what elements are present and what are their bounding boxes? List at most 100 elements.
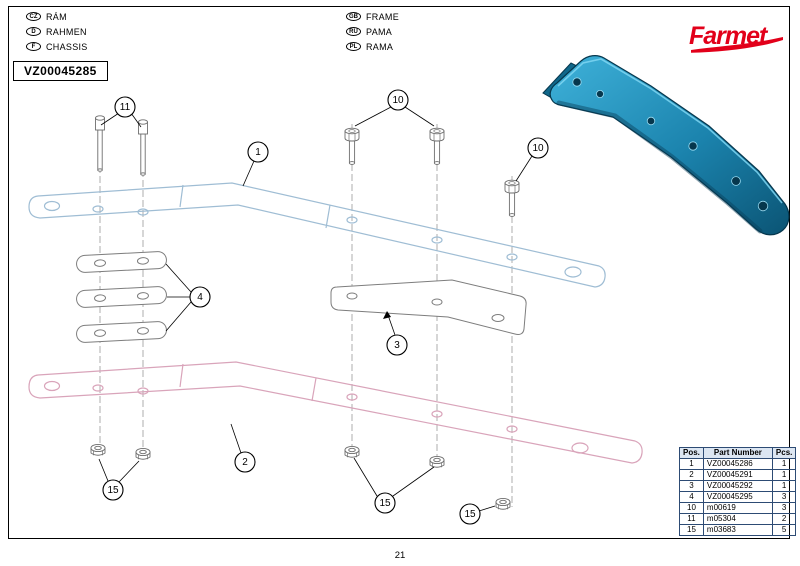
part-number-cell: VZ00045295 — [702, 491, 773, 503]
table-row: 10 m00619 3 — [679, 502, 797, 514]
part-15-nut-4 — [429, 455, 445, 468]
lang-d: D RAHMEN — [26, 24, 88, 39]
callout-1: 1 — [247, 141, 269, 163]
ru-country-icon: RU — [346, 27, 361, 36]
part-number-cell: m03683 — [702, 524, 773, 536]
lang-cz-label: RÁM — [46, 11, 67, 22]
language-column-2: GB FRAME RU РАМА PL RAMA — [346, 9, 399, 54]
pcs-cell: 1 — [771, 480, 797, 492]
parts-table-header-row: Pos. Part Number Pcs. — [679, 447, 797, 459]
pcs-cell: 3 — [771, 491, 797, 503]
table-row: 15 m03683 5 — [679, 524, 797, 536]
part-10-bolt-2 — [429, 127, 445, 165]
farmet-logo-swoosh — [691, 37, 783, 53]
page-number: 21 — [394, 550, 406, 561]
table-row: 3 VZ00045292 1 — [679, 480, 797, 492]
part-4-spacer-3 — [75, 320, 168, 344]
part-11-stud-2 — [138, 119, 148, 176]
table-row: 4 VZ00045295 3 — [679, 491, 797, 503]
pos-cell: 3 — [679, 480, 704, 492]
part-4-spacer-1 — [75, 250, 168, 274]
pos-cell: 4 — [679, 491, 704, 503]
col-header-part-number: Part Number — [702, 447, 773, 459]
d-country-icon: D — [26, 27, 41, 36]
callout-10-a: 10 — [387, 89, 409, 111]
part-11-stud-1 — [95, 115, 105, 172]
callout-4: 4 — [189, 286, 211, 308]
lang-f: F CHASSIS — [26, 39, 88, 54]
parts-table: Pos. Part Number Pcs. 1 VZ00045286 1 2 V… — [679, 447, 797, 536]
table-row: 11 m05304 2 — [679, 513, 797, 525]
col-header-pos: Pos. — [679, 447, 704, 459]
svg-text:2: 2 — [242, 457, 248, 468]
svg-text:15: 15 — [379, 498, 391, 509]
pl-country-icon: PL — [346, 42, 361, 51]
part-10-bolt-1 — [344, 127, 360, 165]
part-10-bolt-3 — [504, 179, 520, 217]
callout-10-b: 10 — [527, 137, 549, 159]
table-row: 2 VZ00045291 1 — [679, 469, 797, 481]
callout-15-b: 15 — [374, 492, 396, 514]
part-3d-shadow-edge — [556, 100, 763, 234]
lang-gb: GB FRAME — [346, 9, 399, 24]
lang-pl: PL RAMA — [346, 39, 399, 54]
part-1-upper-plate — [28, 182, 606, 288]
language-column-1: CZ RÁM D RAHMEN F CHASSIS — [26, 9, 88, 54]
part-2-lower-plate — [28, 361, 643, 464]
part-3d-render — [542, 55, 790, 236]
leader-lines — [98, 106, 533, 512]
pcs-cell: 3 — [771, 502, 797, 514]
part-15-nut-1 — [90, 443, 106, 456]
callout-3: 3 — [386, 334, 408, 356]
part-3d-body — [549, 55, 790, 236]
pcs-cell: 5 — [771, 524, 797, 536]
svg-text:1: 1 — [255, 147, 261, 158]
part-3-bracket — [330, 279, 527, 335]
lang-d-label: RAHMEN — [46, 26, 87, 37]
svg-text:10: 10 — [392, 95, 404, 106]
svg-text:4: 4 — [197, 292, 203, 303]
lang-gb-label: FRAME — [366, 11, 399, 22]
part-4-spacer-2 — [75, 285, 168, 309]
page-border — [8, 6, 790, 539]
pcs-cell: 1 — [771, 458, 797, 470]
assembly-part-number: VZ00045285 — [13, 61, 108, 81]
part-15-nut-2 — [135, 447, 151, 460]
callout-15-a: 15 — [102, 479, 124, 501]
lang-ru: RU РАМА — [346, 24, 399, 39]
svg-text:10: 10 — [532, 143, 544, 154]
col-header-pcs: Pcs. — [771, 447, 797, 459]
part-number-cell: VZ00045292 — [702, 480, 773, 492]
pos-cell: 2 — [679, 469, 704, 481]
part-3d-holes — [572, 77, 769, 212]
part-3d-highlight-edge — [557, 58, 783, 204]
gb-country-icon: GB — [346, 12, 361, 21]
lang-f-label: CHASSIS — [46, 41, 88, 52]
lang-ru-label: РАМА — [366, 26, 393, 37]
svg-text:3: 3 — [394, 340, 400, 351]
part-number-cell: m05304 — [702, 513, 773, 525]
lang-cz: CZ RÁM — [26, 9, 88, 24]
part-15-nut-5 — [495, 497, 511, 510]
part-number-cell: m00619 — [702, 502, 773, 514]
pos-cell: 11 — [679, 513, 704, 525]
cz-country-icon: CZ — [26, 12, 41, 21]
lang-pl-label: RAMA — [366, 41, 394, 52]
pcs-cell: 2 — [771, 513, 797, 525]
pcs-cell: 1 — [771, 469, 797, 481]
callout-15-c: 15 — [459, 503, 481, 525]
svg-text:15: 15 — [107, 485, 119, 496]
part-15-nut-3 — [344, 445, 360, 458]
pos-cell: 15 — [679, 524, 704, 536]
pos-cell: 10 — [679, 502, 704, 514]
f-country-icon: F — [26, 42, 41, 51]
part-number-cell: VZ00045286 — [702, 458, 773, 470]
svg-text:11: 11 — [120, 102, 131, 113]
pos-cell: 1 — [679, 458, 704, 470]
farmet-logo: Farmet — [689, 22, 783, 53]
part-number-cell: VZ00045291 — [702, 469, 773, 481]
table-row: 1 VZ00045286 1 — [679, 458, 797, 470]
svg-text:15: 15 — [464, 509, 476, 520]
